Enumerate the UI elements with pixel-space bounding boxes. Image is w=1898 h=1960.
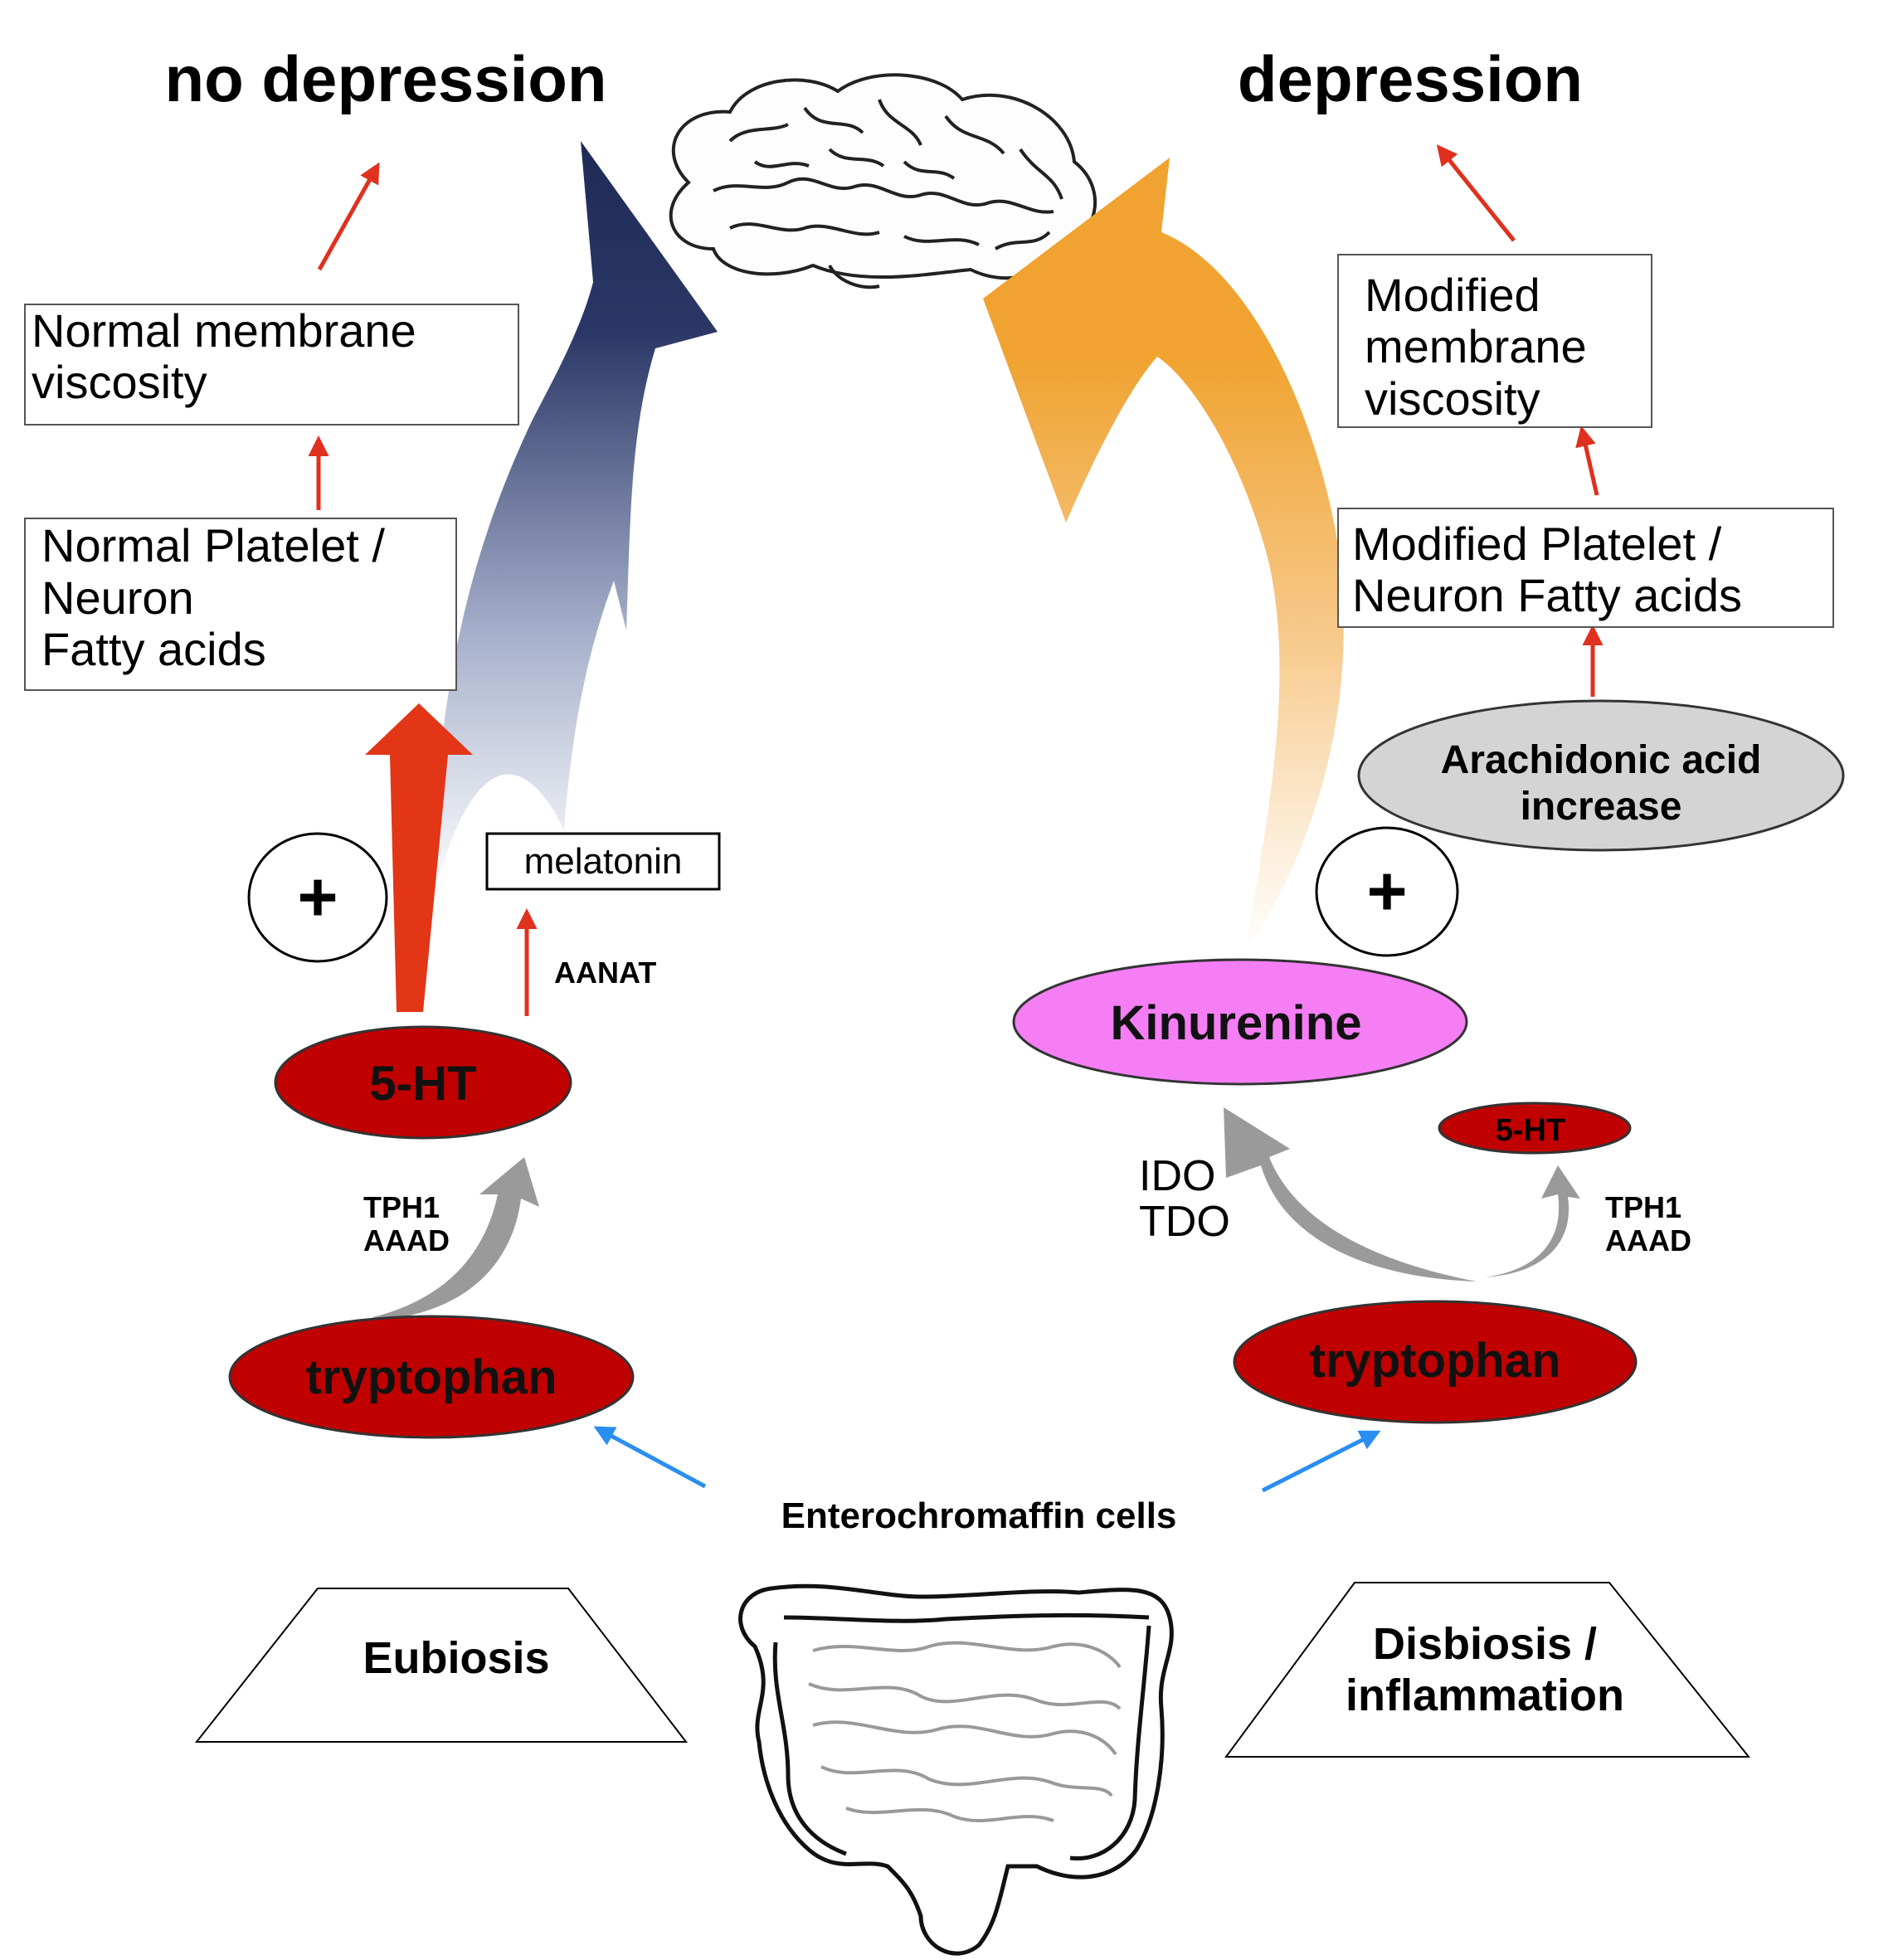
plus-right: + xyxy=(1366,852,1407,930)
disbiosis-line-1: Disbiosis / xyxy=(1373,1619,1597,1669)
plus-left: + xyxy=(297,858,338,936)
melatonin-label: melatonin xyxy=(524,841,683,882)
serotonin-node-left: 5-HT xyxy=(274,1025,572,1140)
gray-arrow-to-serotonin-right xyxy=(1485,1165,1580,1277)
blue-arrow-left xyxy=(593,1426,707,1489)
serotonin-node-right: 5-HT xyxy=(1438,1102,1632,1155)
modified-fatty-acids-box: Modified Platelet / Neuron Fatty acids xyxy=(1337,508,1834,628)
normal-fatty-acids-box: Normal Platelet / Neuron Fatty acids xyxy=(24,518,457,691)
aaad-label-right: AAAD xyxy=(1605,1223,1691,1257)
normal-membrane-line-2: viscosity xyxy=(32,356,207,408)
arachidonic-line-2: increase xyxy=(1521,785,1682,829)
modified-membrane-line-1: Modified xyxy=(1365,269,1540,321)
modified-membrane-line-2: membrane xyxy=(1365,320,1587,372)
blue-arrow-right xyxy=(1261,1430,1381,1493)
normal-fatty-line-2: Neuron xyxy=(41,571,194,624)
intestine-icon xyxy=(738,1583,1174,1956)
modified-fatty-line-1: Modified Platelet / xyxy=(1352,518,1722,570)
serotonin-label-left: 5-HT xyxy=(370,1057,477,1111)
tph1-label-left: TPH1 xyxy=(363,1190,440,1224)
normal-membrane-box: Normal membrane viscosity xyxy=(24,304,519,426)
brain-icon xyxy=(669,73,1097,289)
gray-arrow-left xyxy=(373,1157,539,1320)
navy-pathway-arrow xyxy=(431,141,718,904)
aanat-label: AANAT xyxy=(554,956,656,990)
melatonin-box: melatonin xyxy=(485,832,721,891)
arrow-to-no-depression xyxy=(317,162,380,271)
thick-red-arrow xyxy=(365,703,473,1012)
orange-pathway-arrow xyxy=(983,158,1344,954)
tryptophan-label-right: tryptophan xyxy=(1310,1334,1561,1388)
plus-circle-right: + xyxy=(1315,826,1459,957)
arachidonic-line-1: Arachidonic acid xyxy=(1441,738,1762,782)
modified-membrane-line-3: viscosity xyxy=(1365,372,1540,425)
eubiosis-label: Eubiosis xyxy=(363,1633,549,1683)
plus-circle-left: + xyxy=(247,832,388,963)
modified-fatty-line-2: Neuron Fatty acids xyxy=(1352,569,1742,621)
modified-membrane-box: Modified membrane viscosity xyxy=(1337,254,1652,428)
title-depression: depression xyxy=(1238,42,1583,115)
disbiosis-trapezoid: Disbiosis / inflammation xyxy=(1224,1582,1751,1758)
normal-fatty-line-3: Fatty acids xyxy=(41,623,266,675)
tryptophan-node-left: tryptophan xyxy=(228,1315,635,1439)
normal-fatty-line-1: Normal Platelet / xyxy=(41,519,385,571)
kinurenine-label: Kinurenine xyxy=(1111,996,1362,1050)
arrow-to-depression xyxy=(1436,144,1516,242)
gray-arrow-to-kinurenine xyxy=(1224,1107,1477,1282)
small-intestine-coils xyxy=(808,1641,1122,1822)
enterochromaffin-label: Enterochromaffin cells xyxy=(781,1496,1177,1536)
arachidonic-acid-node: Arachidonic acid increase xyxy=(1357,699,1845,852)
arrow-fatty-to-membrane-right xyxy=(1575,426,1599,496)
title-no-depression: no depression xyxy=(164,42,606,115)
tdo-label: TDO xyxy=(1139,1198,1230,1246)
disbiosis-line-2: inflammation xyxy=(1346,1671,1624,1720)
tryptophan-label-left: tryptophan xyxy=(306,1350,557,1404)
kinurenine-node: Kinurenine xyxy=(1012,958,1468,1086)
ido-label: IDO xyxy=(1139,1152,1215,1200)
normal-membrane-line-1: Normal membrane xyxy=(32,304,416,357)
tph1-label-right: TPH1 xyxy=(1605,1190,1681,1224)
eubiosis-trapezoid: Eubiosis xyxy=(194,1588,689,1743)
aaad-label-left: AAAD xyxy=(363,1223,450,1257)
tryptophan-node-right: tryptophan xyxy=(1233,1300,1638,1424)
serotonin-label-right: 5-HT xyxy=(1496,1113,1565,1148)
